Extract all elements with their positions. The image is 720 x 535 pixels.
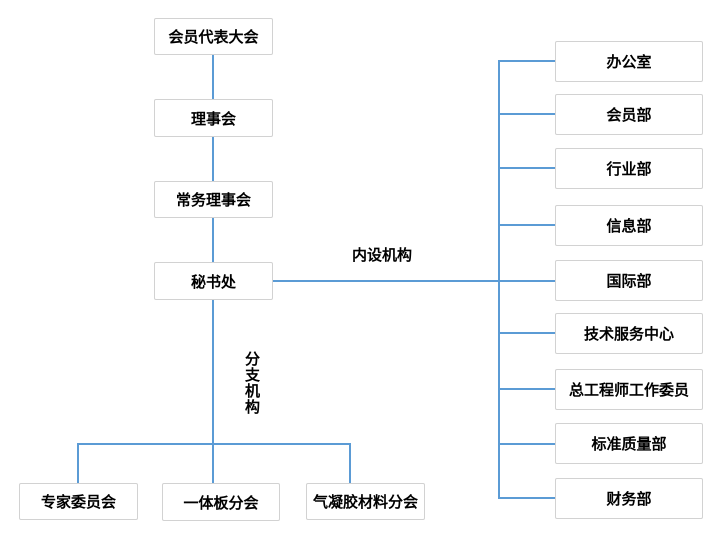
node-secretariat: 秘书处: [154, 262, 273, 300]
connector-line: [212, 300, 214, 483]
connector-line: [498, 60, 555, 62]
connector-line: [498, 224, 555, 226]
branch-orgs-label: 分支机构: [244, 351, 260, 416]
connector-line: [498, 61, 500, 499]
node-chief-engineer-committee: 总工程师工作委员: [555, 369, 703, 410]
connector-line: [498, 443, 555, 445]
internal-orgs-label: 内设机构: [352, 247, 413, 264]
connector-line: [498, 332, 555, 334]
connector-line: [212, 218, 214, 262]
node-international-dept: 国际部: [555, 260, 703, 301]
node-council: 理事会: [154, 99, 273, 137]
node-membership-dept: 会员部: [555, 94, 703, 135]
connector-line: [273, 280, 555, 282]
node-expert-committee: 专家委员会: [19, 483, 138, 520]
connector-line: [212, 137, 214, 181]
node-label: 财务部: [606, 491, 652, 508]
node-integrated-panel-branch: 一体板分会: [162, 483, 280, 521]
node-label: 行业部: [606, 161, 652, 178]
node-label: 国际部: [606, 273, 652, 290]
connector-line: [498, 113, 555, 115]
node-label: 一体板分会: [183, 494, 259, 512]
node-information-dept: 信息部: [555, 205, 703, 246]
node-standards-quality-dept: 标准质量部: [555, 423, 703, 464]
connector-line: [212, 55, 214, 99]
node-label: 信息部: [606, 218, 652, 235]
connector-line: [77, 443, 79, 483]
node-member-congress: 会员代表大会: [154, 18, 273, 55]
node-standing-council: 常务理事会: [154, 181, 273, 218]
connector-line: [349, 443, 351, 483]
connector-line: [498, 388, 555, 390]
node-label: 办公室: [606, 54, 652, 71]
node-industry-dept: 行业部: [555, 148, 703, 189]
node-label: 专家委员会: [40, 494, 116, 511]
node-label: 技术服务中心: [583, 326, 674, 343]
node-finance-dept: 财务部: [555, 478, 703, 519]
node-label: 标准质量部: [591, 436, 667, 453]
connector-line: [498, 167, 555, 169]
connector-line: [77, 443, 351, 445]
connector-line: [498, 497, 555, 499]
node-label: 总工程师工作委员: [568, 382, 689, 399]
node-label: 秘书处: [190, 273, 236, 291]
node-label: 常务理事会: [175, 192, 251, 209]
node-label: 会员部: [606, 107, 652, 124]
node-label: 理事会: [190, 110, 236, 128]
node-office: 办公室: [555, 41, 703, 82]
node-aerogel-materials-branch: 气凝胶材料分会: [306, 483, 425, 520]
node-label: 气凝胶材料分会: [312, 494, 418, 511]
node-tech-service-center: 技术服务中心: [555, 313, 703, 354]
node-label: 会员代表大会: [168, 29, 259, 46]
